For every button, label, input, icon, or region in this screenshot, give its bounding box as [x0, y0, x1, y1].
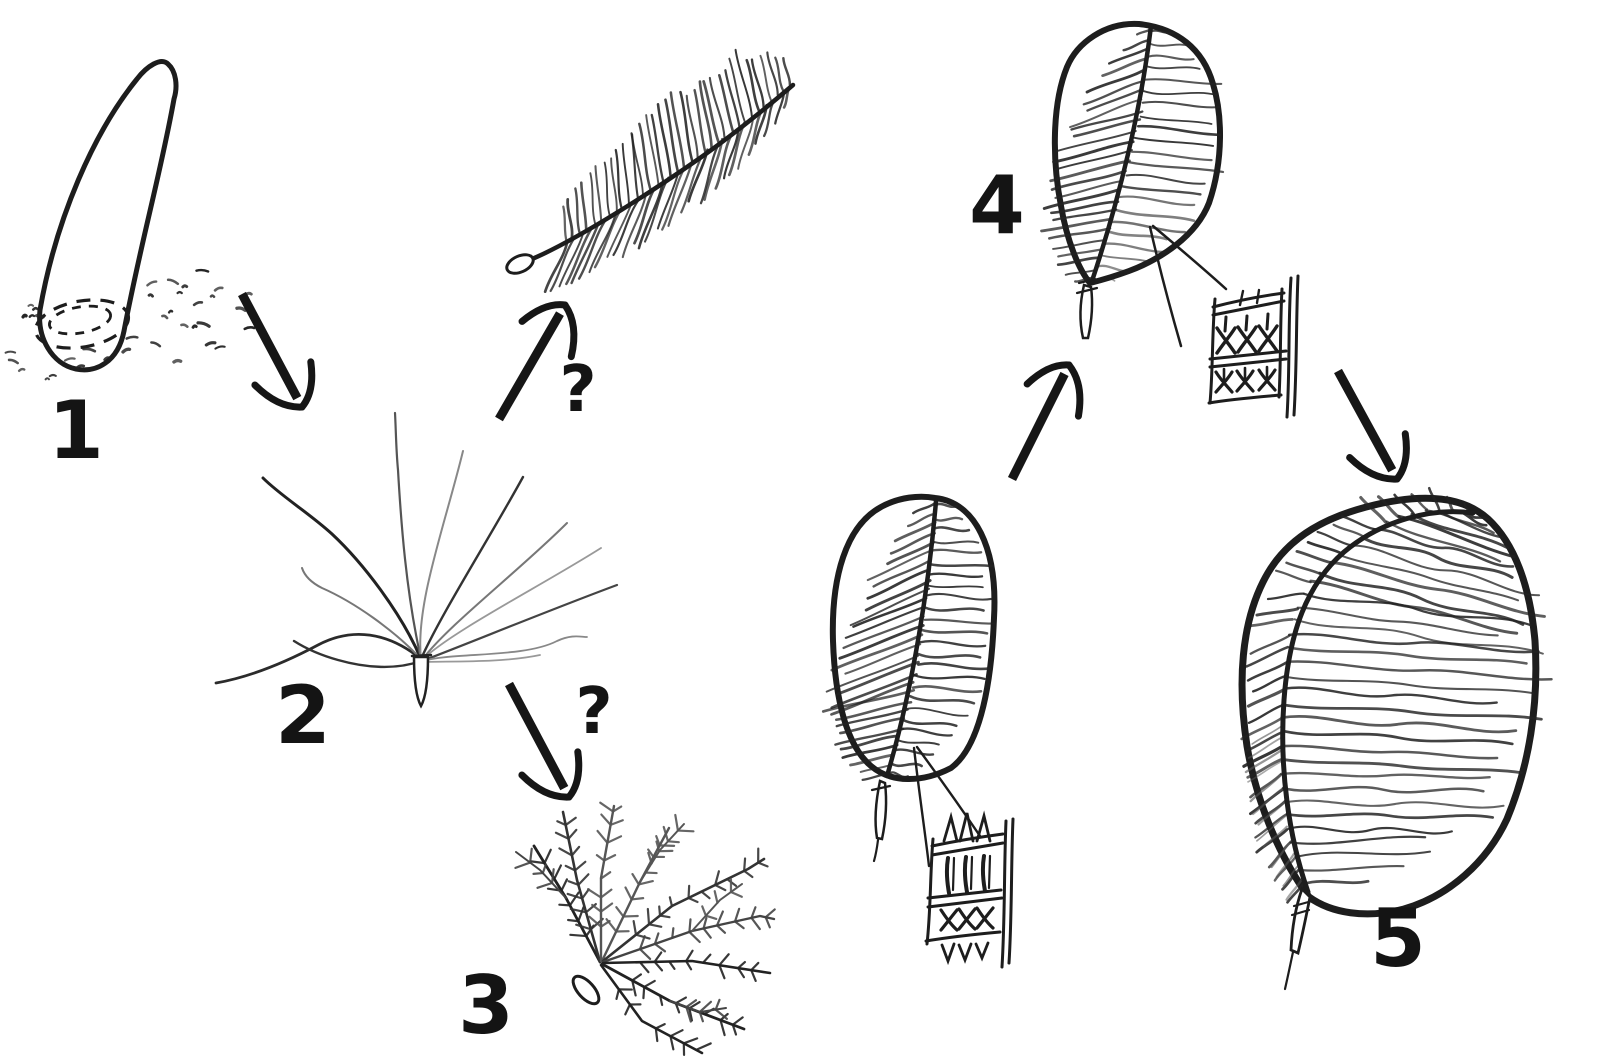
question-mark-upper: ? — [559, 353, 597, 427]
stage-5-feather-drawing — [1238, 486, 1553, 991]
trailing-vane-barbs — [1279, 509, 1553, 886]
inset-top-spikes — [942, 810, 992, 843]
filament — [421, 654, 541, 663]
follicle-opening-inner — [47, 304, 113, 336]
inset-right-rail — [1285, 274, 1300, 419]
arrow-midfeather-to-stage4 — [1007, 361, 1084, 482]
inset-bottom-spikes — [940, 941, 990, 966]
calamus-collar — [410, 653, 433, 658]
follicle-opening-outer — [33, 298, 131, 350]
filament — [393, 411, 423, 661]
inset-top-ticks — [1238, 288, 1261, 307]
inset-hooked-x-barbules-row1 — [1215, 324, 1279, 355]
filament — [419, 475, 525, 661]
calamus-collar — [1283, 899, 1314, 991]
arrow-stage4-to-stage5 — [1334, 368, 1410, 483]
quill-outline — [37, 59, 179, 373]
inset-straight-barbules — [944, 854, 987, 895]
calamus — [1079, 283, 1094, 340]
rachis — [1089, 23, 1154, 284]
filament — [421, 522, 568, 661]
stage-5-label: 5 — [1370, 892, 1426, 985]
stage-2-label: 2 — [275, 669, 331, 762]
question-mark-lower: ? — [575, 675, 613, 749]
skin-stipple — [4, 268, 256, 381]
left-vane-barbs — [821, 501, 937, 782]
filament — [214, 633, 423, 685]
inset-rails — [1207, 291, 1288, 405]
stage-4-label: 4 — [969, 159, 1025, 252]
inset-right-rail — [1000, 817, 1015, 969]
filament — [419, 450, 464, 660]
filament — [292, 639, 423, 669]
calamus — [571, 974, 601, 1006]
right-vane-barbs — [887, 502, 995, 779]
arrow-stage1-to-stage2 — [238, 291, 316, 411]
inset-left-edge — [925, 837, 935, 946]
inset-straight-barbules-thin — [951, 854, 992, 892]
arrow-stage2-to-stage3-question — [505, 681, 583, 801]
inset-pointer-lines — [1148, 224, 1228, 348]
leading-vane-barbs — [1240, 486, 1471, 904]
inset-hooked-x-barbules-row2 — [1214, 368, 1277, 394]
calamus-collar — [1075, 277, 1099, 295]
filament — [421, 635, 588, 662]
stage-2-filament-tuft-drawing — [214, 411, 619, 709]
stage-1-label: 1 — [48, 384, 104, 477]
filament — [420, 583, 619, 663]
right-vane-barbs — [1091, 29, 1225, 282]
stage-3-label: 3 — [458, 959, 514, 1052]
upper-barbs — [562, 48, 792, 244]
stage-3-branched-tuft-drawing — [514, 801, 776, 1056]
inset-cross-strokes — [939, 906, 995, 932]
calamus — [874, 779, 888, 841]
arrow-stage2-to-pennaceous-question — [495, 301, 578, 422]
open-pennaceous-feather-drawing — [505, 48, 796, 294]
inset-pointer-lines — [912, 745, 982, 868]
rachis — [884, 498, 939, 779]
quill-tip-line — [144, 61, 172, 72]
closed-vane-feather-smooth-barbules-drawing — [821, 493, 1015, 969]
inset-rails — [924, 832, 1005, 943]
inset-barbule-stems-row2 — [1222, 365, 1269, 381]
rachis — [529, 82, 796, 262]
stage-4-feather-drawing — [1040, 20, 1300, 419]
stage-1-hollow-quill-drawing — [4, 59, 256, 381]
calamus — [412, 655, 430, 709]
inset-barbule-stems — [1223, 312, 1270, 333]
filament — [301, 567, 422, 660]
filament — [261, 476, 423, 661]
calamus-ring — [505, 253, 535, 275]
calamus-collar — [870, 784, 892, 863]
filament — [421, 547, 602, 661]
rachis — [1280, 509, 1476, 895]
branched-filaments — [514, 801, 776, 1056]
calamus — [1289, 886, 1312, 955]
barbule-inset-no-hooks — [924, 810, 1015, 969]
lower-barbs — [543, 85, 792, 294]
barbule-inset-with-hooks — [1207, 274, 1300, 419]
